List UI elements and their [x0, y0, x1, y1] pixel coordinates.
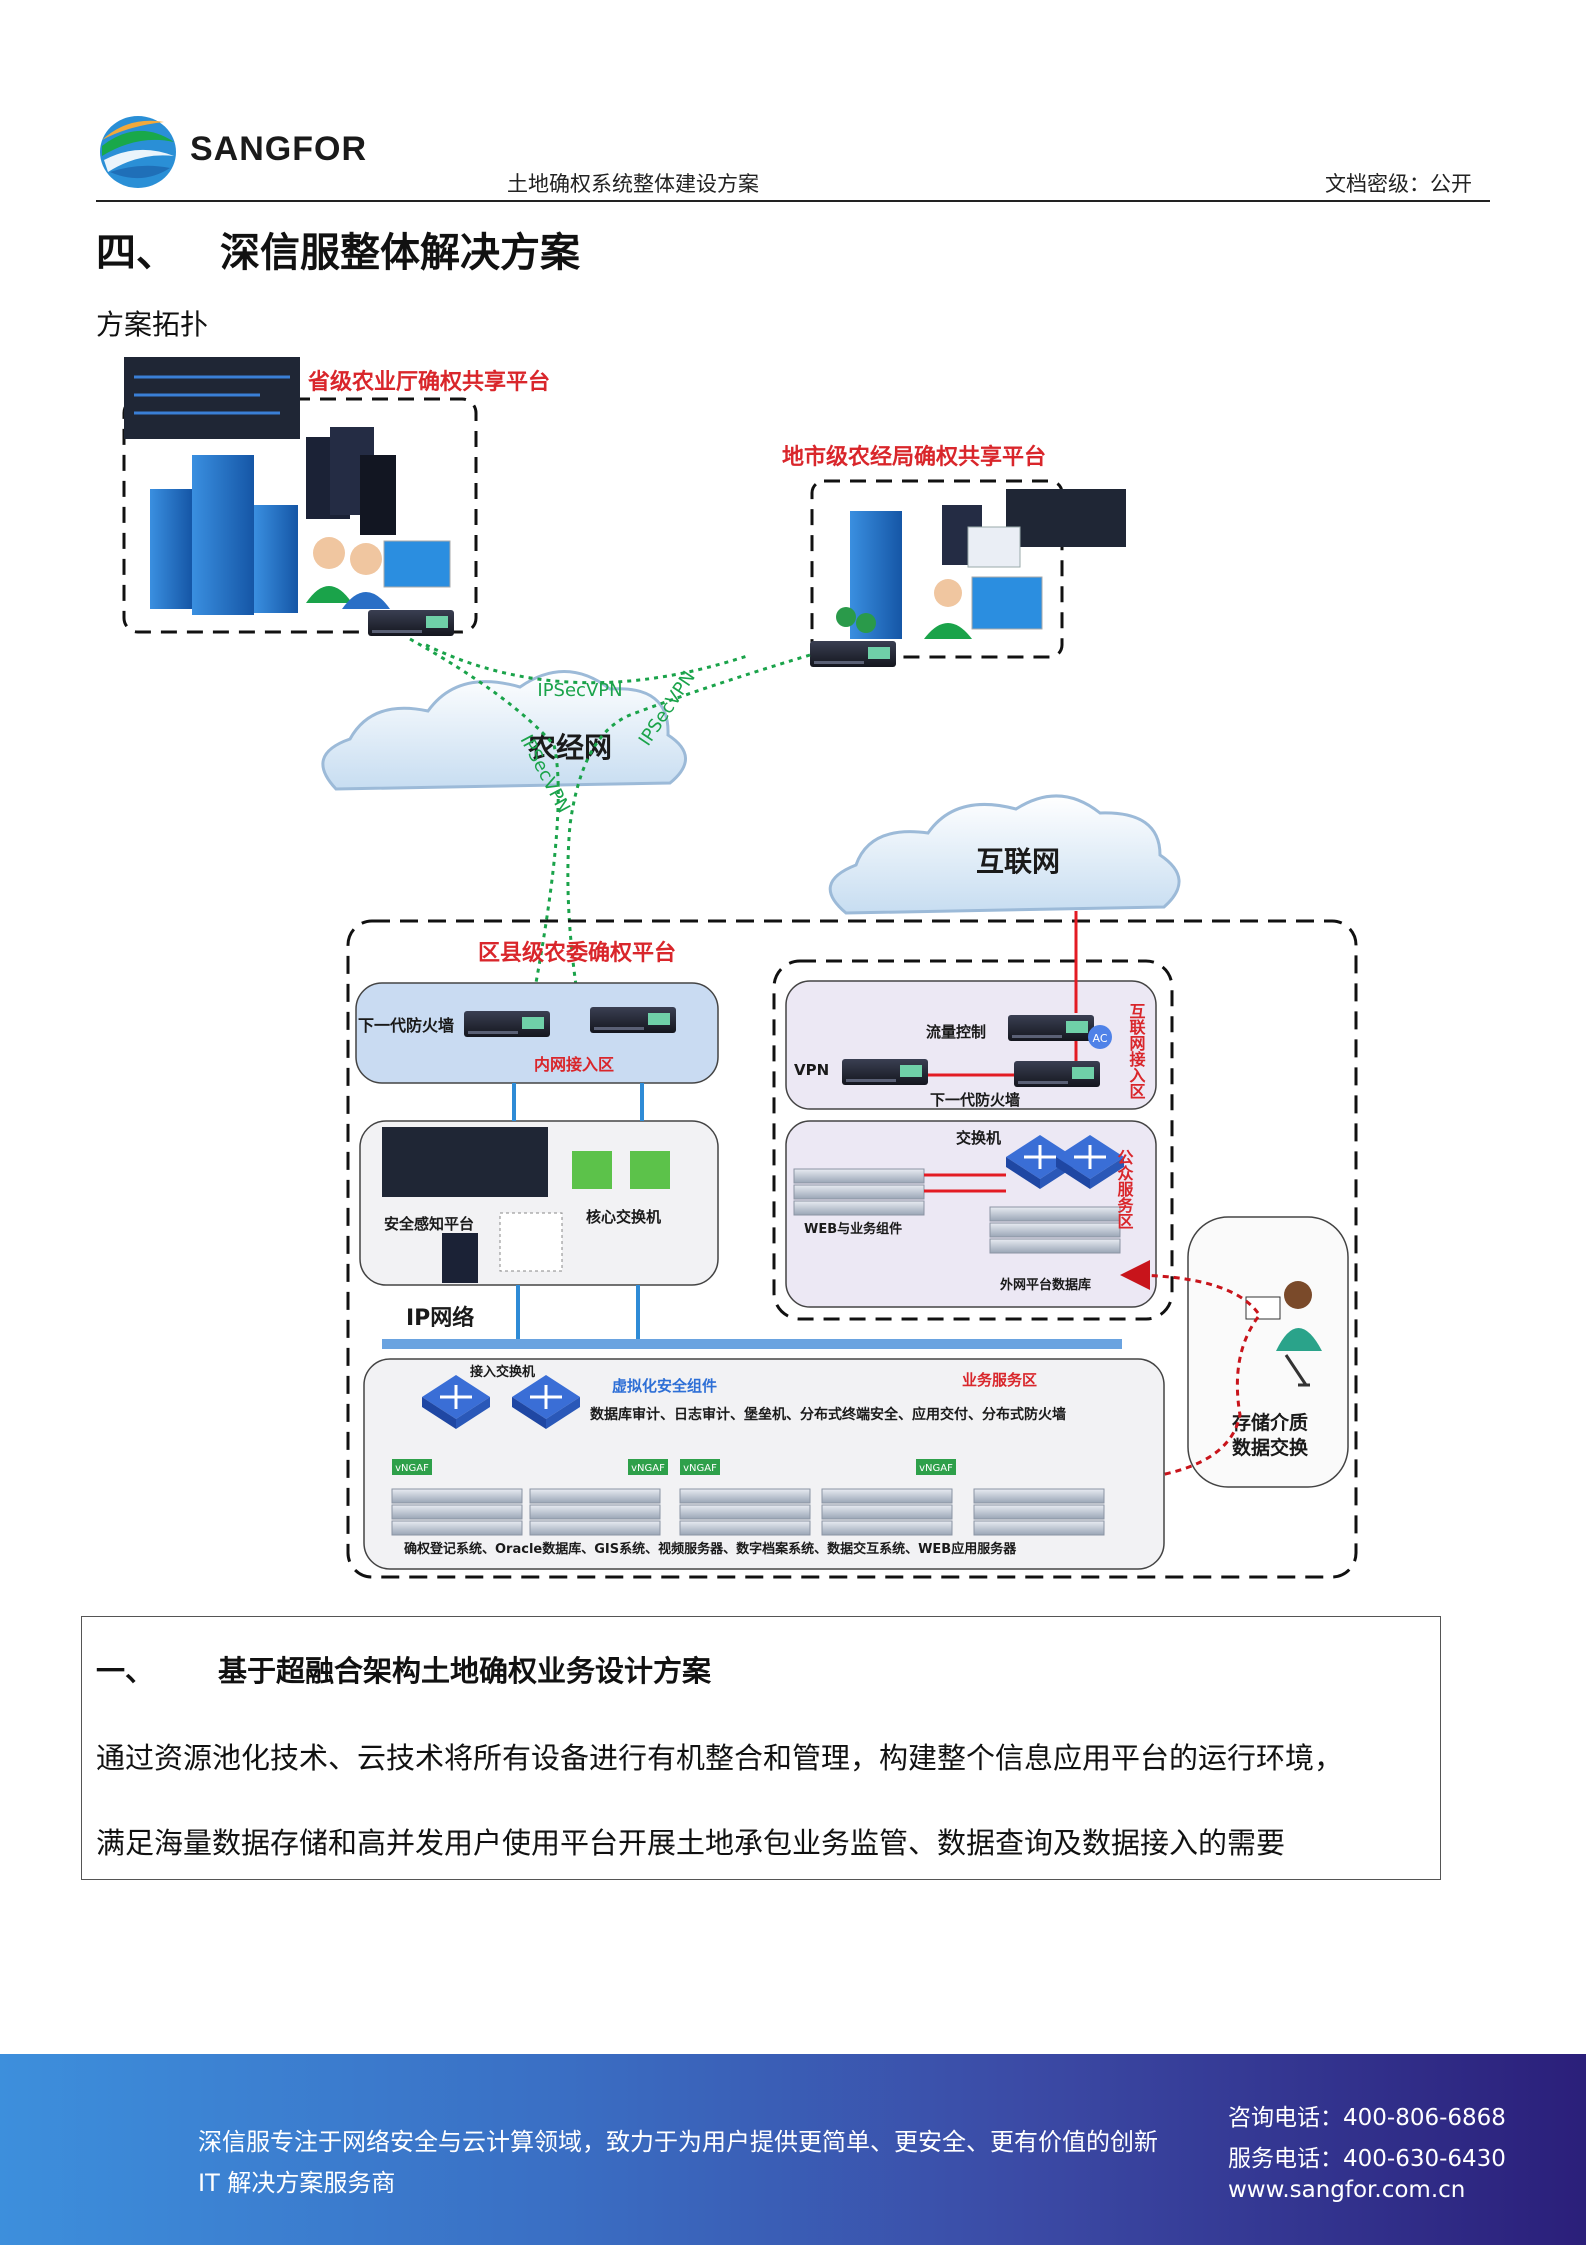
- public-zone-label: 公众服务区: [1115, 1149, 1134, 1229]
- vngaf-label-1: vNGAF: [395, 1463, 429, 1474]
- intranet-firewall-1: [464, 1011, 550, 1037]
- internet-cloud: 互联网: [828, 794, 1181, 915]
- footer-consult-phone: 咨询电话：400-806-6868: [1228, 2105, 1506, 2131]
- county-platform-label: 区县级农委确权平台: [478, 940, 676, 966]
- agri-network-label: 农经网: [527, 731, 612, 764]
- business-zone-label: 业务服务区: [962, 1371, 1037, 1389]
- city-platform-label: 地市级农经局确权共享平台: [782, 444, 1046, 470]
- access-switch-label: 接入交换机: [470, 1364, 535, 1380]
- footer-service-phone: 服务电话：400-630-6430: [1228, 2146, 1506, 2172]
- business-service-zone: [363, 1358, 1165, 1570]
- business-rack-5: [973, 1488, 1105, 1536]
- web-components-label: WEB与业务组件: [804, 1221, 902, 1237]
- web-rack-icon: [793, 1168, 925, 1216]
- county-platform-boundary: [346, 919, 1358, 1579]
- vpn-device-label: VPN: [794, 1061, 829, 1079]
- storage-link-public: [1120, 1260, 1260, 1314]
- figure-caption: 方案拓扑: [96, 308, 209, 341]
- vngaf-badges: vNGAF vNGAF vNGAF vNGAF: [392, 1459, 956, 1475]
- design-summary-box: [81, 1616, 1441, 1880]
- vpn-device: [842, 1059, 928, 1085]
- logo-globe-icon: [100, 116, 176, 188]
- document-title: 土地确权系统整体建设方案: [507, 172, 759, 196]
- storage-label-2: 数据交换: [1232, 1436, 1309, 1459]
- office-building-icon: [150, 455, 298, 615]
- flow-control-label: 流量控制: [926, 1023, 986, 1041]
- document-classification: 文档密级：公开: [1325, 172, 1472, 196]
- topology-diagram: 省级农业厅确权共享平台 地市级农经局确权共享平台 农经网 互联网 IPSecVP…: [122, 357, 1358, 1579]
- business-rack-4: [821, 1488, 953, 1536]
- province-platform-label: 省级农业厅确权共享平台: [307, 369, 550, 395]
- business-rack-3: [679, 1488, 811, 1536]
- sangfor-logo: [100, 116, 176, 188]
- security-server-icon: [442, 1233, 478, 1283]
- design-heading-number: 一、: [96, 1654, 155, 1688]
- internet-firewall-label: 下一代防火墙: [930, 1091, 1020, 1109]
- vpn-link-province: [409, 637, 560, 1036]
- server-tower-icon: [306, 427, 396, 535]
- business-rack-row: [391, 1488, 1105, 1536]
- province-vpn-device: [368, 610, 454, 636]
- security-platform-label: 安全感知平台: [384, 1215, 474, 1233]
- vpn-label-top: IPSecVPN: [537, 680, 622, 701]
- operator-person-icon: [1245, 1281, 1322, 1387]
- dashboard-screen-icon: [124, 357, 300, 439]
- design-text-line-2: 满足海量数据存储和高并发用户使用平台开展土地承包业务监管、数据查询及数据接入的需…: [96, 1826, 1286, 1860]
- design-text-line-1: 通过资源池化技术、云技术将所有设备进行有机整合和管理，构建整个信息应用平台的运行…: [96, 1741, 1344, 1775]
- ip-backbone-bar: [382, 1339, 1122, 1349]
- virtual-security-label: 虚拟化安全组件: [612, 1377, 717, 1395]
- design-heading-title: 基于超融合架构土地确权业务设计方案: [218, 1654, 712, 1688]
- internet-firewall: [1014, 1061, 1100, 1087]
- ac-badge-icon: [1088, 1025, 1112, 1049]
- public-switch-label: 交换机: [956, 1129, 1001, 1147]
- section-number: 四、: [96, 230, 176, 276]
- ip-network-label: IP网络: [406, 1305, 474, 1331]
- ip-links: [512, 1083, 644, 1345]
- footer-website-link[interactable]: www.sangfor.com.cn: [1228, 2177, 1466, 2203]
- logo-text: SANGFOR: [190, 130, 367, 168]
- storage-link-business: [1109, 1316, 1260, 1483]
- city-dashboard-icon: [1006, 489, 1126, 547]
- intranet-firewall-2: [590, 1007, 676, 1033]
- external-db-rack-icon: [989, 1206, 1121, 1254]
- virtual-cluster-icon: [499, 1212, 563, 1272]
- internet-zone-label: 互联网接入区: [1127, 1003, 1146, 1099]
- flow-control-device: [1008, 1015, 1094, 1041]
- city-platform: 地市级农经局确权共享平台: [782, 444, 1126, 667]
- agri-network-cloud: 农经网: [321, 670, 687, 791]
- vngaf-label-3: vNGAF: [683, 1463, 717, 1474]
- users-icon: [306, 537, 390, 609]
- vngaf-label-2: vNGAF: [631, 1463, 665, 1474]
- core-switch-icon: [572, 1151, 612, 1189]
- footer-tagline-1: 深信服专注于网络安全与云计算领域，致力于为用户提供更简单、更安全、更有价值的创新: [198, 2128, 1158, 2156]
- firewall-label: 下一代防火墙: [358, 1016, 454, 1035]
- footer-tagline-2: IT 解决方案服务商: [198, 2169, 396, 2197]
- external-db-label: 外网平台数据库: [999, 1277, 1091, 1293]
- intranet-zone-label: 内网接入区: [534, 1055, 614, 1074]
- security-services-label: 数据库审计、日志审计、堡垒机、分布式终端安全、应用交付、分布式防火墙: [590, 1406, 1066, 1423]
- storage-exchange-zone: [1187, 1216, 1349, 1488]
- core-switch-label: 核心交换机: [586, 1208, 661, 1226]
- header-divider: [96, 200, 1490, 202]
- situational-awareness-screen: [382, 1127, 548, 1197]
- storage-label-1: 存储介质: [1232, 1411, 1308, 1434]
- section-title: 深信服整体解决方案: [220, 230, 580, 276]
- vngaf-label-4: vNGAF: [919, 1463, 953, 1474]
- monitor-icon: [383, 540, 451, 588]
- province-platform: 省级农业厅确权共享平台: [122, 357, 550, 636]
- footer-banner: [0, 2054, 1586, 2245]
- internet-label: 互联网: [976, 845, 1060, 878]
- city-vpn-device: [810, 641, 896, 667]
- ac-badge-label: AC: [1092, 1032, 1107, 1045]
- business-systems-label: 确权登记系统、Oracle数据库、GIS系统、视频服务器、数字档案系统、数据交互…: [404, 1541, 1017, 1557]
- business-rack-2: [529, 1488, 661, 1536]
- design-heading: 一、 基于超融合架构土地确权业务设计方案: [96, 1648, 711, 1690]
- section-heading: 四、深信服整体解决方案: [96, 220, 580, 278]
- city-user-icon: [934, 579, 962, 607]
- business-rack-1: [391, 1488, 523, 1536]
